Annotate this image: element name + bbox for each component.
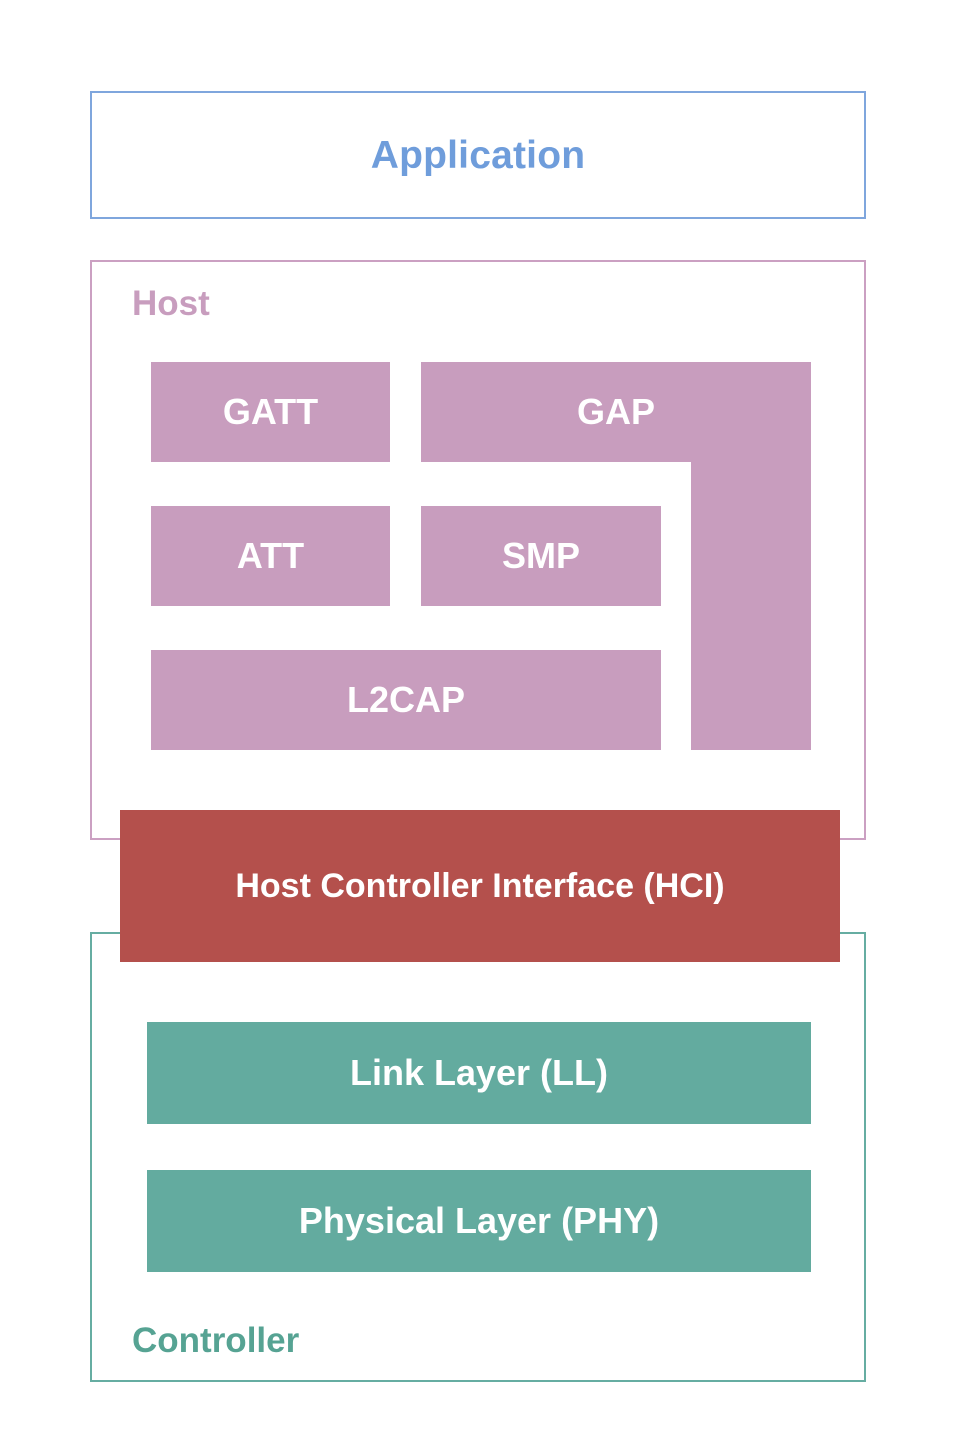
- controller-block-link-layer[interactable]: Link Layer (LL): [147, 1022, 811, 1124]
- hci-bar[interactable]: Host Controller Interface (HCI): [120, 810, 840, 962]
- application-layer-label: Application: [370, 133, 586, 177]
- host-block-smp[interactable]: SMP: [421, 506, 661, 606]
- host-block-att[interactable]: ATT: [151, 506, 390, 606]
- host-block-smp-label: SMP: [501, 535, 580, 576]
- host-block-att-label: ATT: [236, 535, 305, 576]
- host-block-gap-right-segment[interactable]: [691, 462, 811, 750]
- host-block-l2cap-label: L2CAP: [346, 679, 466, 720]
- host-block-l2cap[interactable]: L2CAP: [151, 650, 661, 750]
- host-block-gatt[interactable]: GATT: [151, 362, 390, 462]
- controller-block-physical-layer-label: Physical Layer (PHY): [298, 1200, 660, 1241]
- hci-bar-label: Host Controller Interface (HCI): [235, 867, 725, 905]
- controller-container[interactable]: Controller: [90, 932, 866, 1382]
- host-container-label: Host: [132, 284, 210, 323]
- controller-block-link-layer-label: Link Layer (LL): [349, 1052, 609, 1093]
- controller-block-physical-layer[interactable]: Physical Layer (PHY): [147, 1170, 811, 1272]
- host-block-gatt-label: GATT: [222, 391, 319, 432]
- host-block-gap-top-segment[interactable]: [421, 362, 811, 462]
- application-layer-box[interactable]: Application: [90, 91, 866, 219]
- controller-container-label: Controller: [132, 1321, 300, 1360]
